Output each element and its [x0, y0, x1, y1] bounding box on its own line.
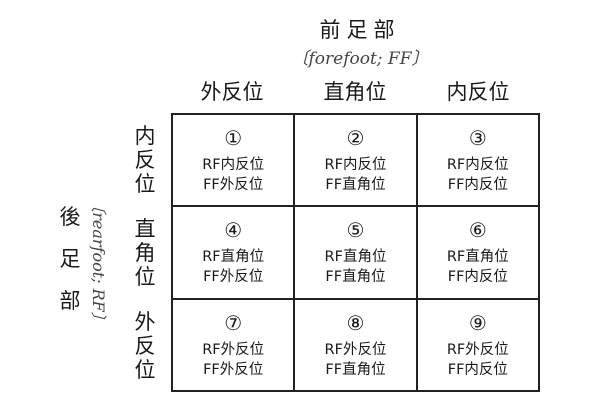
cell-forefoot-label: FF外反位 — [203, 177, 264, 194]
cell-forefoot-label: FF直角位 — [325, 177, 386, 194]
row-header-char: 直 — [134, 216, 156, 241]
row-header-char: 内 — [134, 123, 156, 148]
cell-number: ⑤ — [346, 218, 365, 243]
grid-cell: ② RF内反位 FF直角位 — [294, 114, 417, 207]
row-header-char: 反 — [134, 147, 156, 172]
row-header-neutral: 直 角 位 — [132, 206, 158, 299]
row-header-char: 反 — [134, 333, 156, 358]
cell-rearfoot-label: RF直角位 — [324, 249, 387, 266]
rearfoot-axis-title-char: 足 — [59, 247, 81, 271]
grid-cell: ⑧ RF外反位 FF直角位 — [294, 298, 417, 391]
grid-cell: ⑦ RF外反位 FF外反位 — [172, 298, 295, 391]
grid-cell: ④ RF直角位 FF外反位 — [172, 206, 295, 299]
cell-number: ① — [224, 126, 243, 151]
cell-rearfoot-label: RF直角位 — [446, 249, 509, 266]
grid-cell: ① RF内反位 FF外反位 — [172, 114, 295, 207]
cell-number: ④ — [224, 218, 243, 243]
cell-rearfoot-label: RF外反位 — [446, 341, 509, 358]
cell-rearfoot-label: RF外反位 — [202, 341, 265, 358]
grid-cell: ③ RF内反位 FF内反位 — [416, 114, 539, 207]
cell-rearfoot-label: RF直角位 — [202, 249, 265, 266]
row-header-char: 角 — [134, 240, 156, 265]
cell-rearfoot-label: RF内反位 — [324, 157, 387, 174]
row-header-char: 位 — [134, 171, 156, 196]
column-header-neutral: 直角位 — [323, 80, 387, 104]
cell-rearfoot-label: RF内反位 — [202, 157, 265, 174]
cell-number: ⑥ — [468, 218, 487, 243]
grid-cell: ⑨ RF外反位 FF内反位 — [416, 298, 539, 391]
row-header-valgus: 外 反 位 — [132, 299, 158, 392]
cell-number: ⑧ — [346, 310, 365, 335]
cell-number: ② — [346, 126, 365, 151]
cell-number: ⑦ — [224, 310, 243, 335]
rearfoot-axis-title-char: 後 — [59, 205, 81, 229]
column-header-varus: 内反位 — [446, 80, 510, 104]
cell-rearfoot-label: RF外反位 — [324, 341, 387, 358]
cell-forefoot-label: FF外反位 — [203, 361, 264, 378]
cell-forefoot-label: FF直角位 — [325, 269, 386, 286]
cell-forefoot-label: FF外反位 — [203, 269, 264, 286]
row-header-char: 外 — [134, 309, 156, 334]
classification-grid: ① RF内反位 FF外反位 ② RF内反位 FF直角位 ③ RF内反位 FF内反… — [171, 113, 540, 392]
cell-forefoot-label: FF内反位 — [447, 269, 508, 286]
rearfoot-axis-title-char: 部 — [59, 289, 81, 313]
column-header-valgus: 外反位 — [200, 80, 264, 104]
grid-cell: ⑤ RF直角位 FF直角位 — [294, 206, 417, 299]
forefoot-axis-title: 前足部 — [319, 18, 401, 42]
row-header-char: 位 — [134, 357, 156, 382]
cell-forefoot-label: FF内反位 — [447, 361, 508, 378]
cell-number: ⑨ — [468, 310, 487, 335]
cell-number: ③ — [468, 126, 487, 151]
cell-forefoot-label: FF内反位 — [447, 177, 508, 194]
grid-cell: ⑥ RF直角位 FF内反位 — [416, 206, 539, 299]
rearfoot-axis-title: 後 足 部 — [56, 196, 84, 322]
cell-forefoot-label: FF直角位 — [325, 361, 386, 378]
rearfoot-axis-subtitle: 〔rearfoot; RF〕 — [89, 196, 108, 328]
forefoot-axis-subtitle: 〔forefoot; FF〕 — [291, 49, 429, 69]
row-header-char: 位 — [134, 264, 156, 289]
cell-rearfoot-label: RF内反位 — [446, 157, 509, 174]
row-header-varus: 内 反 位 — [132, 113, 158, 206]
